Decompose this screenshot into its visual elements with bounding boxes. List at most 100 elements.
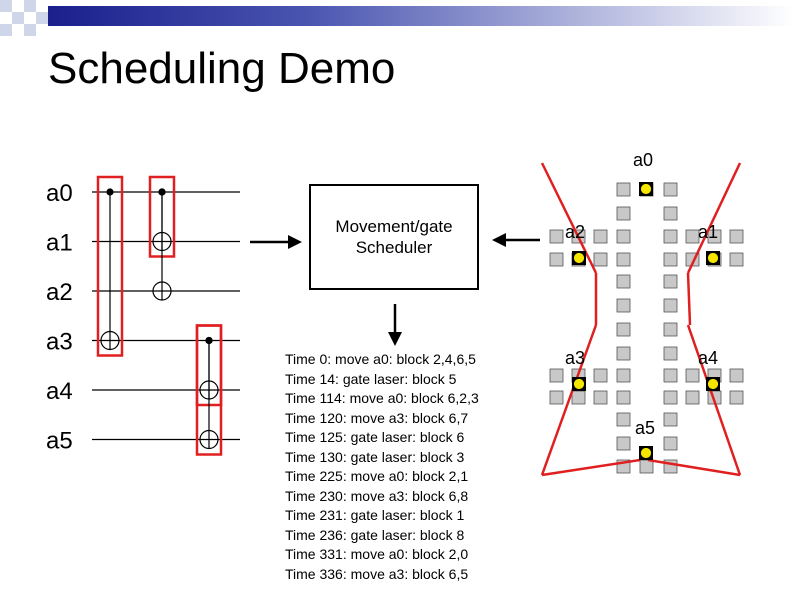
trap-label-a4: a4 [698, 348, 718, 368]
electrode [663, 206, 678, 221]
quantum-circuit: a0 a1 a2 a3 a4 a5 [46, 175, 240, 456]
log-entry: Time 236: gate laser: block 8 [285, 526, 465, 543]
trap-highlight-lines [540, 162, 742, 477]
title-decoration [0, 0, 794, 36]
electrode [616, 390, 631, 405]
electrode [549, 252, 564, 267]
log-entry: Time 225: move a0: block 2,1 [285, 468, 469, 484]
log-entry: Time 120: move a3: block 6,7 [285, 409, 469, 426]
log-entry: Time 231: gate laser: block 1 [285, 507, 465, 523]
qubit-label-a5: a5 [46, 428, 73, 455]
ion-a5 [640, 447, 652, 459]
electrode [593, 390, 608, 405]
electrode [663, 298, 678, 313]
qubit-label-a2: a2 [46, 279, 73, 306]
log-entry: Time 0: move a0: block 2,4,6,5 [285, 351, 476, 367]
control-dot [158, 188, 166, 196]
log-entry: Time 230: move a3: block 6,8 [285, 487, 469, 504]
ion-a3 [573, 378, 585, 390]
trap-label-a0: a0 [633, 150, 653, 170]
electrode [663, 390, 678, 405]
trap-label-a1: a1 [698, 222, 718, 242]
trap-highlight-line [686, 162, 742, 274]
electrode [663, 252, 678, 267]
electrode [685, 229, 700, 244]
electrode [616, 436, 631, 451]
log-entry: Time 14: gate laser: block 5 [285, 370, 457, 387]
electrode [616, 182, 631, 197]
electrode [707, 229, 722, 244]
trap-highlight-line [686, 324, 742, 476]
electrode [685, 368, 700, 383]
electrode [729, 390, 744, 405]
electrode [663, 322, 678, 337]
trap-label-a2: a2 [565, 222, 585, 242]
electrode [663, 182, 678, 197]
electrode [571, 390, 586, 405]
cnot-gate [195, 324, 223, 456]
scheduler-box: Movement/gate Scheduler [309, 184, 479, 290]
ion-a1 [707, 252, 719, 264]
qubit-wires [92, 191, 240, 441]
trap-labels: a0 a2 a1 a3 a4 a5 [565, 150, 718, 438]
arrow-scheduler-to-log [388, 304, 402, 346]
electrode [616, 368, 631, 383]
qubit-label-a0: a0 [46, 180, 73, 207]
electrode [616, 346, 631, 361]
qubit-label-a1: a1 [46, 230, 73, 257]
ion-a2 [573, 252, 585, 264]
electrode [616, 252, 631, 267]
electrode [616, 206, 631, 221]
log-entry: Time 114: move a0: block 6,2,3 [285, 390, 479, 406]
log-entry: Time 331: move a0: block 2,0 [285, 546, 469, 562]
electrode [729, 229, 744, 244]
ion-trap-layout: a0 a2 a1 a3 a4 a5 [540, 150, 744, 477]
ions [572, 182, 720, 460]
electrode [549, 368, 564, 383]
trap-highlight-line [647, 458, 741, 477]
electrode [616, 412, 631, 427]
qubit-labels: a0 a1 a2 a3 a4 a5 [46, 180, 73, 455]
electrode [729, 368, 744, 383]
electrode [616, 322, 631, 337]
trap-highlight-line [686, 272, 692, 326]
ion-a0 [640, 183, 652, 195]
electrode [663, 412, 678, 427]
cnot-gate [96, 175, 124, 357]
qubit-label-a3: a3 [46, 329, 73, 356]
electrode [593, 252, 608, 267]
electrode [616, 229, 631, 244]
gate-highlight-box [96, 175, 124, 357]
trap-label-a5: a5 [635, 418, 655, 438]
electrode [685, 390, 700, 405]
scheduler-label: Movement/gate Scheduler [335, 217, 453, 257]
ion-a4 [707, 378, 719, 390]
log-entry: Time 125: gate laser: block 6 [285, 429, 465, 445]
trap-highlight-line [540, 162, 598, 274]
electrode [549, 390, 564, 405]
arrow-trap-to-scheduler [492, 233, 540, 247]
electrode [593, 368, 608, 383]
electrode [663, 368, 678, 383]
electrode [616, 298, 631, 313]
electrode [639, 459, 654, 474]
electrode [663, 346, 678, 361]
log-entry: Time 130: gate laser: block 3 [285, 448, 465, 465]
electrode [729, 252, 744, 267]
electrode [663, 436, 678, 451]
control-dot [205, 336, 213, 345]
electrode [593, 229, 608, 244]
trap-label-a3: a3 [565, 348, 585, 368]
slide-title: Scheduling Demo [48, 44, 396, 93]
cnot-gate [152, 188, 172, 301]
trap-highlight-line [541, 458, 641, 477]
electrode [663, 274, 678, 289]
control-dot [106, 188, 114, 196]
qubit-label-a4: a4 [46, 378, 73, 405]
gate-highlight-box [195, 324, 223, 456]
electrode [616, 274, 631, 289]
electrode [549, 229, 564, 244]
electrode [663, 229, 678, 244]
log-entry: Time 336: move a3: block 6,5 [285, 565, 469, 582]
